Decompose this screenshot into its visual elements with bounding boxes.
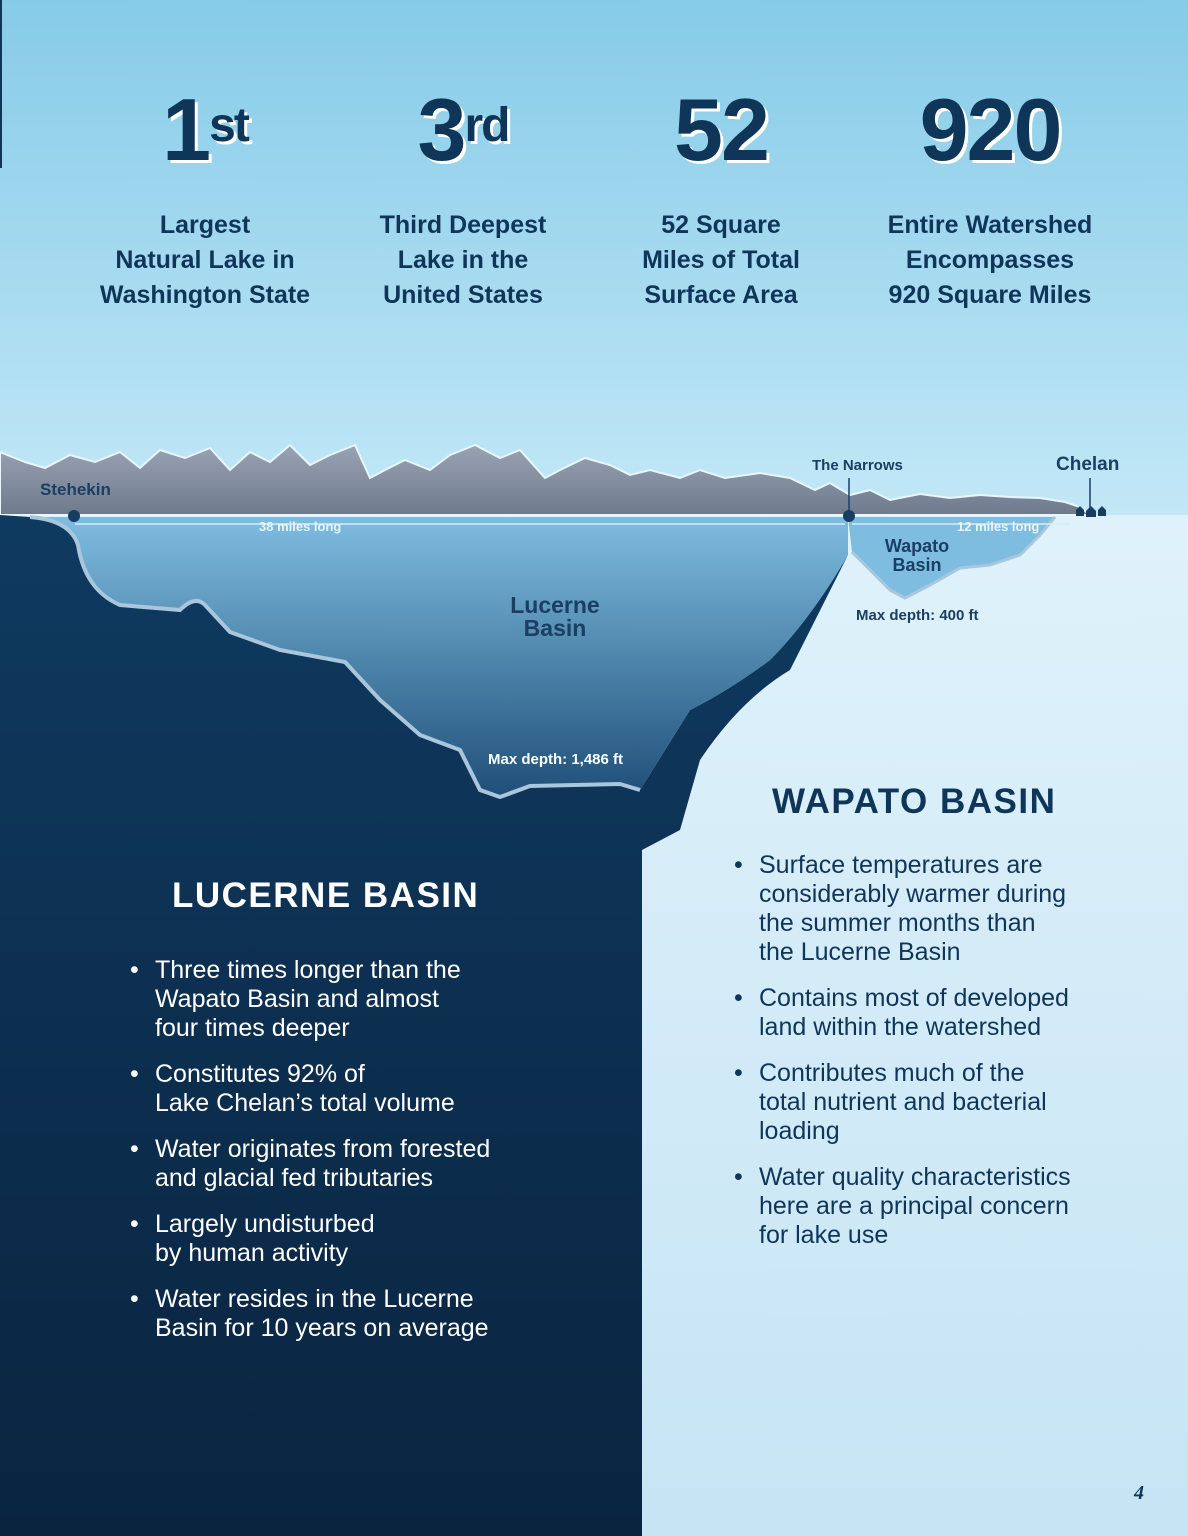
stat-label: Encompasses (905, 246, 1075, 274)
bullet-line: Water quality characteristics (759, 1163, 1071, 1191)
stat-number: 52 (674, 80, 770, 179)
bullet-line: the Lucerne Basin (759, 938, 961, 966)
page-number: 4 (1134, 1482, 1144, 1504)
bullet-line: the summer months than (759, 909, 1036, 937)
label-line: Basin (892, 555, 942, 575)
stat-label: United States (383, 281, 543, 309)
label-line: Wapato (884, 536, 950, 556)
wapato-max-depth: Max depth: 400 ft (856, 607, 979, 624)
stat-label: Miles of Total (642, 246, 800, 274)
wapato-basin-label: Wapato Basin (867, 537, 967, 575)
bullet-line: Three times longer than the (155, 956, 461, 984)
bullet-line: here are a principal concern (759, 1192, 1069, 1220)
bullet-line: Largely undisturbed (155, 1210, 375, 1238)
bullet-line: land within the watershed (759, 1013, 1042, 1041)
lucerne-lakebed-outline (29, 515, 641, 800)
stat-label: Washington State (99, 281, 311, 309)
stat-label: Surface Area (644, 281, 798, 309)
label-line: Basin (523, 615, 587, 641)
bullet-line: for lake use (759, 1221, 889, 1249)
stehekin-marker (68, 510, 80, 522)
lucerne-water (30, 517, 848, 797)
wapato-water (848, 517, 1055, 598)
lucerne-basin-label: Lucerne Basin (495, 594, 615, 640)
bullet-line: Water originates from forested (155, 1135, 491, 1163)
stat-label: Third Deepest (379, 211, 547, 239)
stat-number: 920 (919, 80, 1063, 179)
bullet-line: loading (759, 1117, 840, 1145)
chelan-label: Chelan (1056, 454, 1120, 475)
lucerne-heading: LUCERNE BASIN (172, 876, 480, 915)
bullet-line: and glacial fed tributaries (155, 1164, 433, 1192)
bullet-line: Contains most of developed (759, 984, 1069, 1012)
bullet-line: Water resides in the Lucerne (155, 1285, 474, 1313)
stat-suffix: rd (464, 99, 510, 152)
bullet-line: considerably warmer during (759, 880, 1067, 908)
stat-label: Largest (159, 211, 251, 239)
wapato-length-label: 12 miles long (957, 519, 1040, 534)
stat-number: 1 (162, 80, 211, 179)
narrows-marker (843, 510, 855, 522)
bullet-line: Lake Chelan’s total volume (155, 1089, 455, 1117)
label-line: Lucerne (510, 592, 600, 618)
left-edge-line (0, 0, 2, 168)
bullet-line: Constitutes 92% of (155, 1060, 365, 1088)
wapato-heading: WAPATO BASIN (772, 782, 1057, 821)
lucerne-length-label: 38 miles long (259, 519, 342, 534)
stat-number: 3 (417, 80, 467, 179)
stat-label: 920 Square Miles (888, 281, 1092, 309)
wapato-lakebed-outline (850, 516, 1057, 600)
stat-label: Lake in the (397, 246, 529, 274)
mountain-range (0, 443, 1093, 516)
stehekin-label: Stehekin (40, 480, 111, 499)
bullet-line: Surface temperatures are (759, 851, 1043, 879)
stat-label: 52 Square (661, 211, 781, 239)
stat-label: Entire Watershed (887, 211, 1093, 239)
stat-suffix: st (209, 99, 250, 152)
stat-label: Natural Lake in (115, 246, 295, 274)
bullet-line: Contributes much of the (759, 1059, 1025, 1087)
sky-background (0, 0, 1188, 520)
bullet-line: Basin for 10 years on average (155, 1314, 489, 1342)
lucerne-max-depth: Max depth: 1,486 ft (488, 751, 624, 768)
bullet-line: total nutrient and bacterial (759, 1088, 1047, 1116)
bullet-line: by human activity (155, 1239, 349, 1267)
bullet-line: four times deeper (155, 1014, 350, 1042)
narrows-label: The Narrows (812, 457, 903, 474)
bullet-line: Wapato Basin and almost (155, 985, 439, 1013)
chelan-town-icon (1076, 506, 1106, 517)
